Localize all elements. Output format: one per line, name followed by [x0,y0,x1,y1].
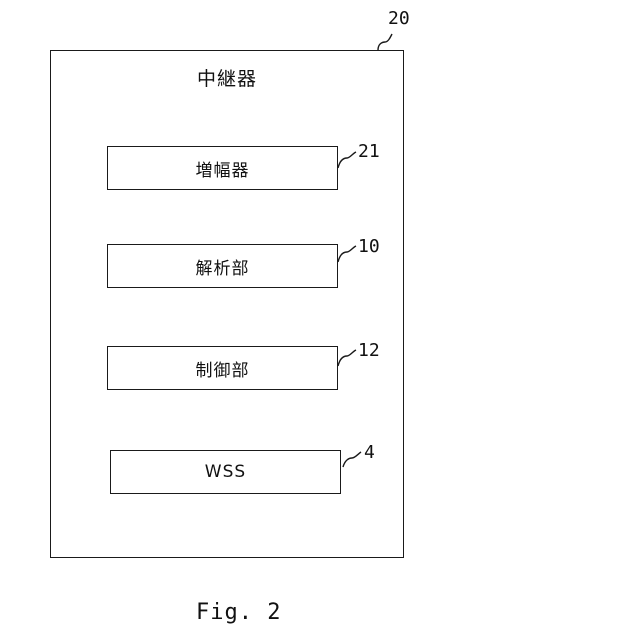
amplifier-label: 増幅器 [196,156,250,181]
ref-label-10: 10 [358,236,380,257]
ref-label-12: 12 [358,340,380,361]
figure-caption: Fig. 2 [196,600,281,625]
ref-label-20: 20 [388,8,410,29]
ref-label-4: 4 [364,442,375,463]
leader-line-20 [378,34,392,50]
analysis-unit-label: 解析部 [196,254,250,279]
control-unit-block: 制御部 [107,346,338,390]
wss-block: WSS [110,450,341,494]
repeater-title: 中継器 [50,64,404,91]
ref-label-21: 21 [358,141,380,162]
control-unit-label: 制御部 [196,356,250,381]
amplifier-block: 増幅器 [107,146,338,190]
analysis-unit-block: 解析部 [107,244,338,288]
wss-label: WSS [205,462,246,482]
